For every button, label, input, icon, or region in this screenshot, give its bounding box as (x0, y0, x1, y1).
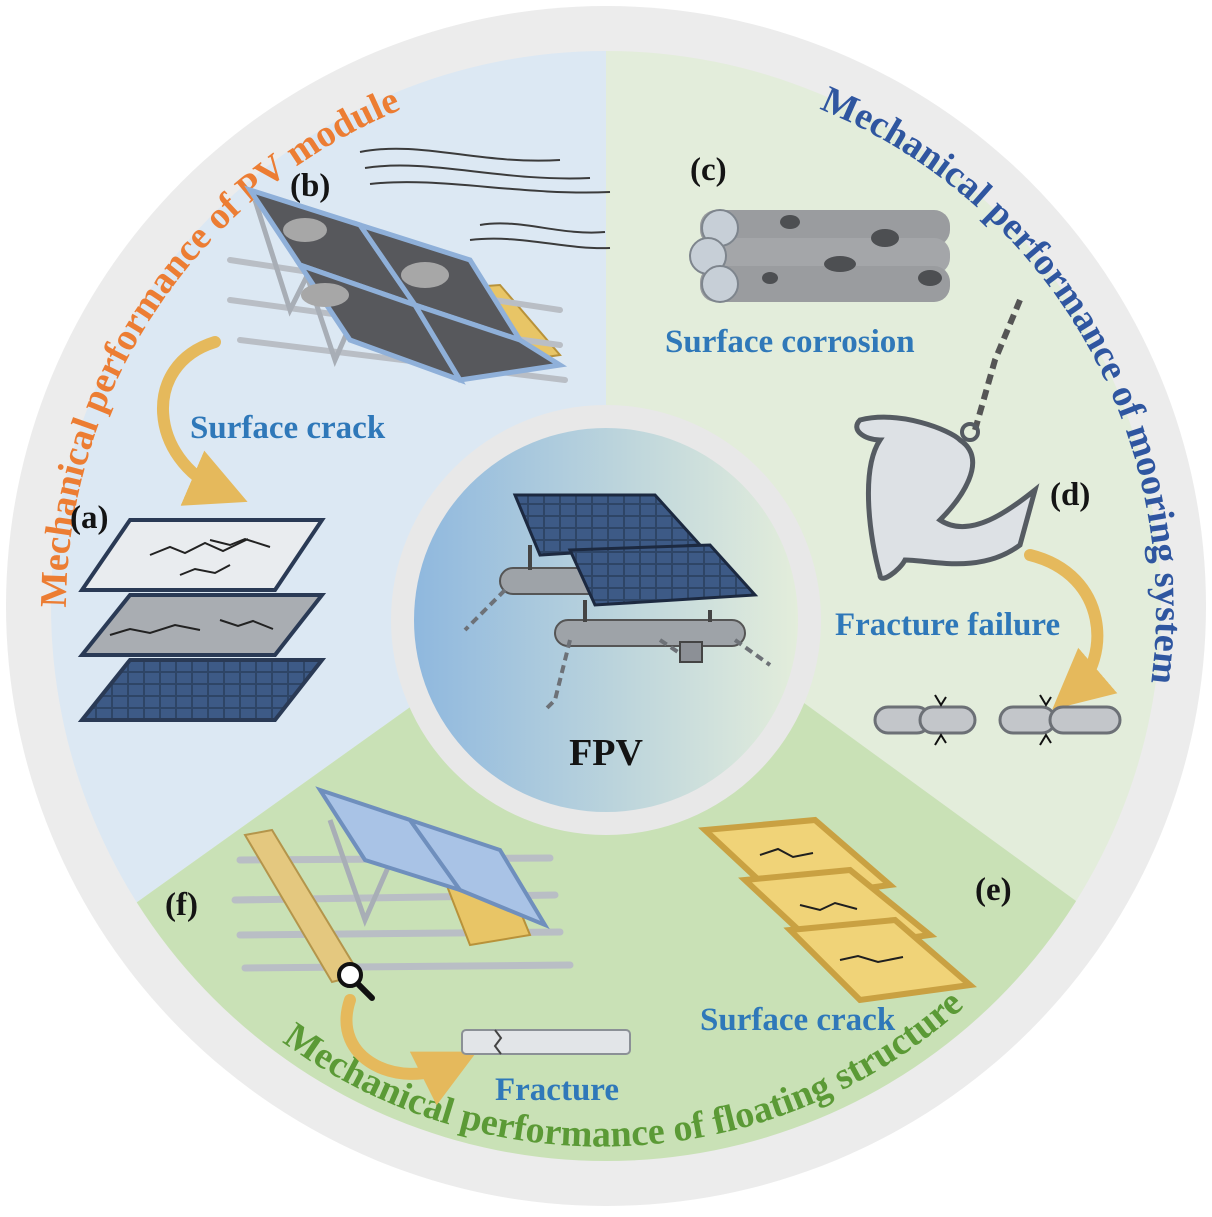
label-a: (a) (70, 500, 108, 536)
label-fracture-failure: Fracture failure (835, 607, 1060, 643)
pv-array-illustration (227, 147, 611, 385)
label-c: (c) (690, 152, 727, 188)
arrow-to-chain (1024, 549, 1118, 710)
anchor-icon (854, 298, 1040, 581)
sector-floating (51, 606, 1161, 1161)
label-b: (b) (290, 168, 330, 204)
wind-lines-icon (359, 147, 611, 250)
label-surface-crack-pv: Surface crack (190, 410, 386, 446)
center-label-fpv: FPV (569, 732, 643, 774)
cracked-floats-illustration (698, 816, 977, 1004)
pv-module-layers (77, 518, 327, 722)
fpv-system-icon (463, 493, 772, 712)
fractured-tube-icon (461, 1029, 631, 1055)
corroded-cables (689, 209, 950, 303)
magnifier-icon (337, 962, 363, 988)
label-e: (e) (975, 872, 1012, 908)
floating-structure-illustration (231, 786, 574, 1001)
arrow-to-a (157, 336, 248, 506)
label-fracture: Fracture (495, 1072, 619, 1108)
arrow-to-fracture (340, 994, 477, 1106)
broken-chain-icon (873, 694, 1122, 746)
label-d: (d) (1050, 477, 1090, 513)
label-surface-crack-float: Surface crack (700, 1002, 896, 1038)
label-f: (f) (165, 887, 198, 923)
label-surface-corrosion: Surface corrosion (665, 324, 915, 360)
